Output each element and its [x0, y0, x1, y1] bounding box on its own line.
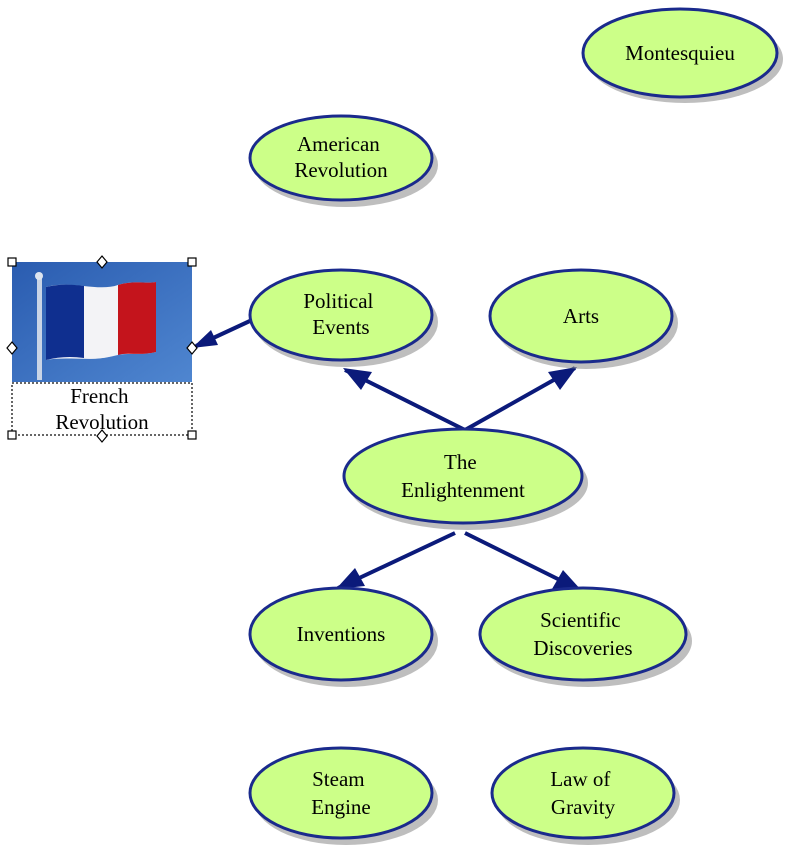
node-ellipse: [490, 746, 676, 840]
node-label: Law of Gravity: [550, 767, 615, 819]
node-the-enlightenment[interactable]: The Enlightenment: [342, 427, 588, 530]
resize-handle-bottom-right[interactable]: [187, 430, 197, 440]
node-label: Steam Engine: [311, 767, 370, 819]
arrowhead-political-events: [343, 368, 372, 390]
arrowhead-french-revolution: [192, 330, 218, 348]
node-ellipse: [478, 586, 688, 682]
selection-handles[interactable]: [6, 255, 198, 443]
node-steam-engine[interactable]: Steam Engine: [248, 746, 438, 845]
french-revolution-label-box: [11, 382, 193, 436]
node-scientific-discoveries[interactable]: Scientific Discoveries: [478, 586, 692, 687]
node-arts[interactable]: Arts: [488, 268, 678, 369]
resize-handle-bottom-left[interactable]: [7, 430, 17, 440]
node-label: American Revolution: [294, 132, 388, 182]
node-label: Montesquieu: [625, 41, 735, 65]
arrowhead-arts: [548, 367, 577, 390]
node-label: The Enlightenment: [401, 450, 525, 502]
node-ellipse: [248, 268, 434, 362]
resize-handle-top[interactable]: [96, 255, 108, 269]
node-label: Political Events: [303, 289, 378, 339]
arrowhead-inventions: [336, 568, 365, 589]
resize-handle-top-left[interactable]: [7, 257, 17, 267]
node-french-revolution[interactable]: French Revolution: [6, 255, 198, 443]
resize-handle-right[interactable]: [186, 341, 198, 355]
french-flag-image: [12, 262, 192, 382]
node-label: Scientific Discoveries: [533, 608, 632, 660]
node-law-of-gravity[interactable]: Law of Gravity: [490, 746, 680, 845]
node-political-events[interactable]: Political Events: [248, 268, 438, 367]
node-ellipse: [248, 586, 434, 682]
node-ellipse: [248, 746, 434, 840]
arrowhead-scientific-discoveries: [552, 570, 582, 591]
links-layer: [192, 318, 582, 592]
node-label: Arts: [563, 304, 599, 328]
node-ellipse: [488, 268, 674, 364]
node-ellipse: [342, 427, 584, 525]
node-ellipse: [581, 7, 779, 99]
resize-handle-left[interactable]: [6, 341, 18, 355]
node-inventions[interactable]: Inventions: [248, 586, 438, 687]
node-montesquieu[interactable]: Montesquieu: [581, 7, 783, 103]
node-american-revolution[interactable]: American Revolution: [248, 114, 438, 207]
resize-handle-bottom[interactable]: [96, 429, 108, 443]
node-ellipse: [248, 114, 434, 202]
resize-handle-top-right[interactable]: [187, 257, 197, 267]
node-label: Inventions: [297, 622, 386, 646]
